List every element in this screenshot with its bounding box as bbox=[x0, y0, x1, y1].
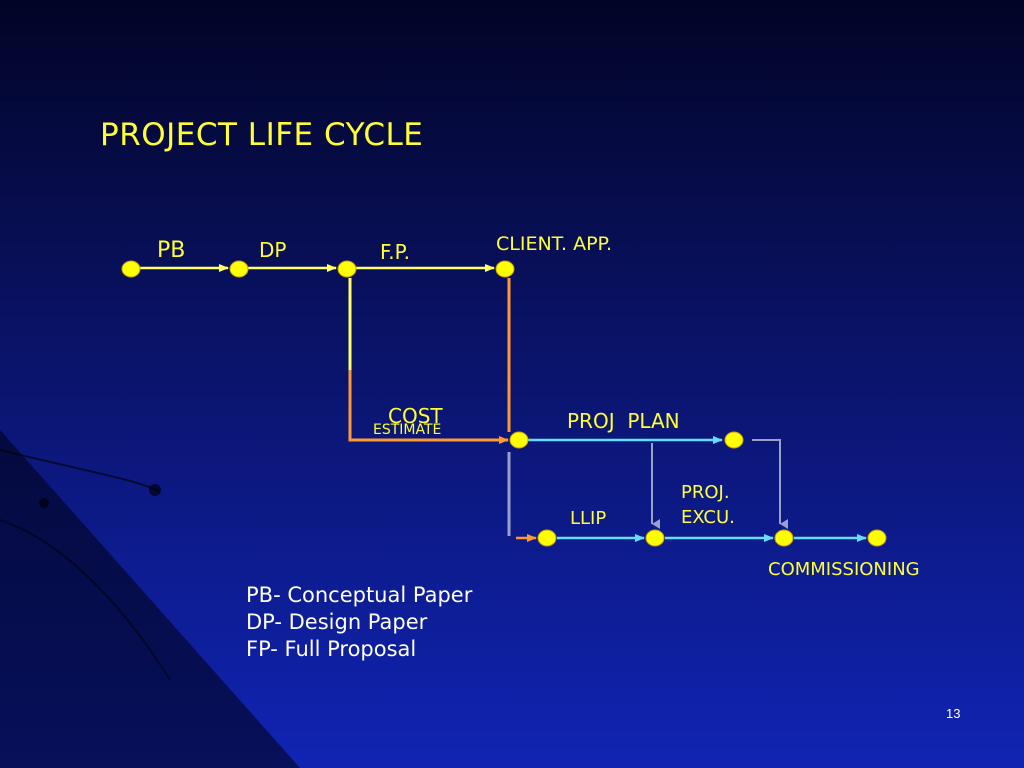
label-llip: LLIP bbox=[570, 508, 607, 529]
node-fp-start bbox=[337, 260, 357, 278]
label-client-app: CLIENT. APP. bbox=[496, 233, 613, 255]
legend-item-fp: FP- Full Proposal bbox=[246, 637, 417, 661]
legend-item-pb: PB- Conceptual Paper bbox=[246, 583, 473, 607]
dark-wedge bbox=[0, 430, 300, 768]
swirl-dot bbox=[149, 484, 161, 496]
swirl-line bbox=[0, 519, 171, 681]
label-proj-plan: PROJ PLAN bbox=[567, 409, 680, 433]
label-fp: F.P. bbox=[380, 240, 410, 264]
node-commissioning bbox=[867, 529, 887, 547]
node-proj-plan-start bbox=[509, 431, 529, 449]
legend-item-dp: DP- Design Paper bbox=[246, 610, 428, 634]
label-dp: DP bbox=[259, 238, 287, 262]
page-number: 13 bbox=[946, 706, 961, 721]
label-cost: COST bbox=[388, 404, 443, 428]
arrow-cost-estimate bbox=[348, 370, 509, 444]
node-llip-end bbox=[645, 529, 665, 547]
label-proj-excu-1: PROJ. bbox=[681, 482, 730, 503]
node-dp-start bbox=[229, 260, 249, 278]
label-estimate: ESTIMATE bbox=[373, 422, 442, 438]
label-pb: PB bbox=[157, 238, 186, 263]
node-client-app bbox=[495, 260, 515, 278]
arrow-plan-to-excu-end bbox=[752, 439, 788, 529]
label-proj-excu-2: EXCU. bbox=[681, 507, 735, 528]
node-pb-start bbox=[121, 260, 141, 278]
swirl-dot bbox=[39, 498, 49, 508]
node-llip-start bbox=[537, 529, 557, 547]
label-commissioning: COMMISSIONING bbox=[768, 559, 920, 580]
node-proj-plan-end bbox=[724, 431, 744, 449]
page-title: PROJECT LIFE CYCLE bbox=[100, 117, 424, 153]
node-excu-end bbox=[774, 529, 794, 547]
legend: PB- Conceptual Paper DP- Design Paper FP… bbox=[246, 582, 472, 663]
